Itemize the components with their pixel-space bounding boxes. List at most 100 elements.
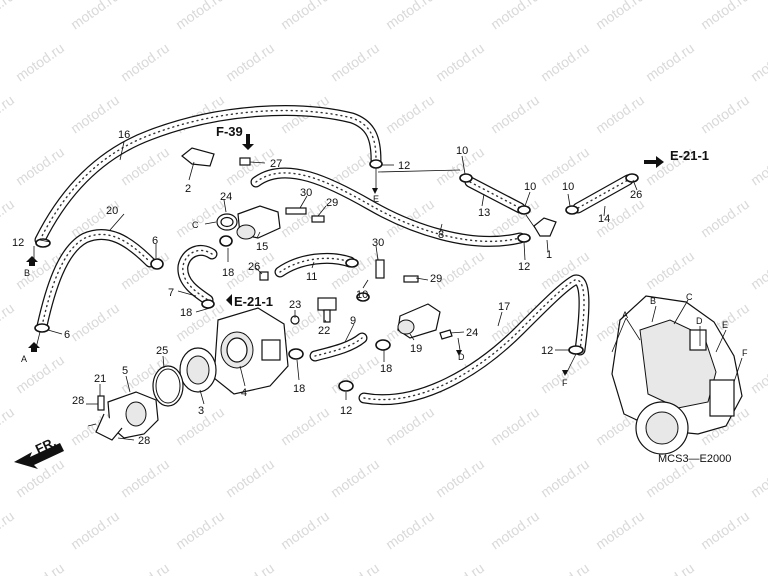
part-callout-6: 6 (152, 235, 158, 247)
hose-14 (572, 174, 634, 214)
part-callout-10: 10 (562, 181, 574, 193)
watermark-text: motod.ru (223, 40, 277, 85)
part-callout-28: 28 (72, 395, 84, 407)
hose-clamps (34, 159, 639, 392)
watermark-text: motod.ru (538, 560, 592, 576)
part-callout-8: 8 (438, 229, 444, 241)
connection-letter-d: D (696, 316, 703, 326)
o-ring-25 (152, 365, 184, 407)
part-callout-4: 4 (241, 387, 247, 399)
part-callout-12: 12 (518, 261, 530, 273)
fittings (97, 147, 557, 411)
watermark-text: motod.ru (643, 560, 697, 576)
part-callout-5: 5 (122, 365, 128, 377)
connection-letter-d: D (458, 352, 465, 362)
watermark-text: motod.ru (433, 456, 487, 501)
thermostat (179, 347, 217, 393)
part-callout-23: 23 (289, 299, 301, 311)
watermark-text: motod.ru (68, 300, 122, 345)
part-callout-12: 12 (541, 345, 553, 357)
watermark-text: motod.ru (698, 196, 752, 241)
part-callout-18: 18 (293, 383, 305, 395)
watermark-text: motod.ru (13, 40, 67, 85)
watermark-text: motod.ru (748, 560, 768, 576)
watermark-text: motod.ru (643, 248, 697, 293)
part-callout-18: 18 (380, 363, 392, 375)
part-callout-3: 3 (198, 405, 204, 417)
watermark-text: motod.ru (0, 92, 17, 137)
connection-letter-f: F (742, 348, 748, 358)
watermark-text: motod.ru (593, 508, 647, 553)
part-callout-25: 25 (156, 345, 168, 357)
watermark-text: motod.ru (488, 0, 542, 32)
watermark-text: motod.ru (278, 0, 332, 32)
part-callout-29: 29 (430, 273, 442, 285)
diagram-code: MCS3—E2000 (658, 453, 731, 465)
part-callout-26: 26 (248, 261, 260, 273)
watermark-text: motod.ru (328, 40, 382, 85)
part-callout-21: 21 (94, 373, 106, 385)
watermark-text: motod.ru (223, 560, 277, 576)
part-callout-10: 10 (524, 181, 536, 193)
part-callout-12: 12 (398, 160, 410, 172)
watermark-text: motod.ru (698, 508, 752, 553)
ref-e21-mid: E-21-1 (234, 294, 273, 309)
hose-16 (34, 105, 382, 246)
watermark-text: motod.ru (118, 40, 172, 85)
part-callout-24: 24 (220, 191, 232, 203)
watermark-text: motod.ru (0, 404, 17, 449)
part-callout-18: 18 (180, 307, 192, 319)
part-callout-29: 29 (326, 197, 338, 209)
watermark-text: motod.ru (433, 40, 487, 85)
watermark-text: motod.ru (748, 144, 768, 189)
watermark-text: motod.ru (118, 456, 172, 501)
watermark-text: motod.ru (383, 404, 437, 449)
part-callout-20: 20 (106, 205, 118, 217)
hose-9 (309, 332, 368, 362)
connection-letter-a: A (622, 310, 628, 320)
thermostat-housing (213, 307, 289, 395)
hose-17 (358, 274, 590, 405)
connection-letter-c: C (192, 220, 199, 230)
part-callout-18: 18 (222, 267, 234, 279)
part-callout-12: 12 (340, 405, 352, 417)
watermark-text: motod.ru (278, 508, 332, 553)
part-callout-11: 11 (306, 271, 317, 283)
watermark-text: motod.ru (0, 508, 17, 553)
part-callout-2: 2 (185, 183, 191, 195)
connection-letter-b: B (24, 268, 30, 278)
watermark-text: motod.ru (383, 508, 437, 553)
leader-lines (33, 141, 743, 441)
watermark-text: motod.ru (223, 456, 277, 501)
watermark-text: motod.ru (223, 144, 277, 189)
part-callout-7: 7 (168, 287, 174, 299)
hose-13 (464, 176, 526, 214)
hose-8 (250, 167, 526, 247)
part-callout-22: 22 (318, 325, 330, 337)
watermark-text: motod.ru (488, 92, 542, 137)
watermark-text: motod.ru (748, 40, 768, 85)
hose-7 (177, 245, 218, 306)
watermark-text: motod.ru (173, 0, 227, 32)
watermark-text: motod.ru (698, 92, 752, 137)
watermark-text: motod.ru (383, 92, 437, 137)
watermark-text: motod.ru (748, 248, 768, 293)
part-callout-24: 24 (466, 327, 478, 339)
connection-letter-f: F (562, 378, 568, 388)
watermark-text: motod.ru (488, 508, 542, 553)
part-callout-10: 10 (456, 145, 468, 157)
watermark-text: motod.ru (748, 456, 768, 501)
watermark-text: motod.ru (173, 508, 227, 553)
direction-arrows (26, 134, 664, 376)
watermark-text: motod.ru (698, 0, 752, 32)
part-callout-26: 26 (630, 189, 642, 201)
watermark-text: motod.ru (433, 248, 487, 293)
part-callout-10: 10 (356, 289, 368, 301)
connection-letter-c: C (686, 292, 693, 302)
watermark-text: motod.ru (593, 0, 647, 32)
part-callout-30: 30 (300, 187, 312, 199)
watermark-text: motod.ru (488, 404, 542, 449)
